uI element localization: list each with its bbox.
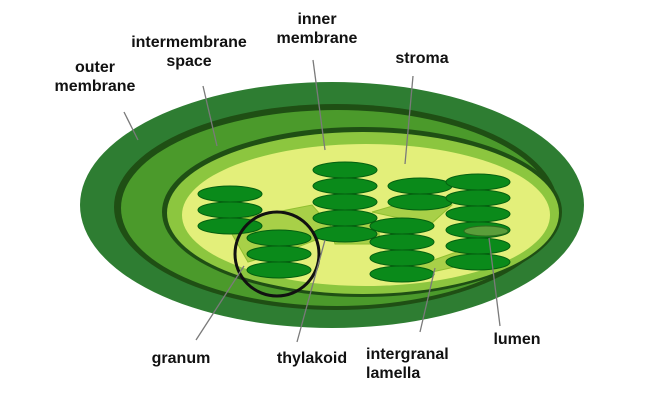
granum-circle xyxy=(233,210,321,298)
label-outer-membrane-line1: outer xyxy=(75,59,115,76)
lumen xyxy=(463,225,509,237)
thylakoid-disc xyxy=(197,217,263,235)
leader-granum xyxy=(195,265,245,341)
thylakoid-disc xyxy=(445,189,511,207)
thylakoid-disc xyxy=(445,173,511,191)
thylakoid-disc xyxy=(246,261,312,279)
leader-inner-membrane xyxy=(312,59,326,151)
thylakoid-disc xyxy=(369,249,435,267)
thylakoid-disc xyxy=(246,245,312,263)
label-stroma: stroma xyxy=(382,49,462,68)
label-stroma-text: stroma xyxy=(395,50,449,67)
leader-intergranal-lamella xyxy=(419,267,436,333)
leader-outer-membrane xyxy=(123,111,139,141)
label-intermembrane-space: intermembrane space xyxy=(117,33,261,71)
leader-thylakoid xyxy=(296,239,326,343)
label-intermembrane-space-line1: intermembrane xyxy=(131,34,247,51)
thylakoid-disc xyxy=(387,193,453,211)
label-inner-membrane-line2: membrane xyxy=(276,30,358,47)
leader-intermembrane-space xyxy=(202,85,218,147)
label-thylakoid-text: thylakoid xyxy=(276,350,348,367)
thylakoid-disc xyxy=(369,217,435,235)
label-thylakoid: thylakoid xyxy=(262,349,362,368)
thylakoid-disc xyxy=(387,177,453,195)
grana-stacks xyxy=(197,161,511,283)
label-intergranal-lamella-line2: lamella xyxy=(366,365,421,382)
thylakoid-disc xyxy=(312,193,378,211)
thylakoid-disc xyxy=(445,237,511,255)
thylakoid-disc xyxy=(369,233,435,251)
label-inner-membrane-line1: inner xyxy=(297,11,337,28)
label-inner-membrane: inner membrane xyxy=(262,10,372,48)
label-intermembrane-space-line2: space xyxy=(166,53,212,70)
label-intergranal-lamella: intergranal lamella xyxy=(366,345,476,383)
thylakoid-disc xyxy=(312,177,378,195)
label-lumen-text: lumen xyxy=(493,331,541,348)
thylakoid-disc xyxy=(312,209,378,227)
thylakoid-disc xyxy=(312,225,378,243)
thylakoid-disc xyxy=(312,161,378,179)
label-outer-membrane-line2: membrane xyxy=(54,78,136,95)
thylakoid-disc xyxy=(369,265,435,283)
label-granum: granum xyxy=(140,349,222,368)
leader-lumen xyxy=(488,237,501,327)
thylakoid-disc xyxy=(197,201,263,219)
thylakoid-disc xyxy=(246,229,312,247)
label-intergranal-lamella-line1: intergranal xyxy=(366,346,449,363)
label-granum-text: granum xyxy=(151,350,211,367)
label-outer-membrane: outer membrane xyxy=(40,58,150,96)
label-lumen: lumen xyxy=(477,330,557,349)
thylakoid-disc xyxy=(445,205,511,223)
leader-stroma xyxy=(404,75,414,165)
thylakoid-disc xyxy=(445,253,511,271)
thylakoid-disc xyxy=(197,185,263,203)
